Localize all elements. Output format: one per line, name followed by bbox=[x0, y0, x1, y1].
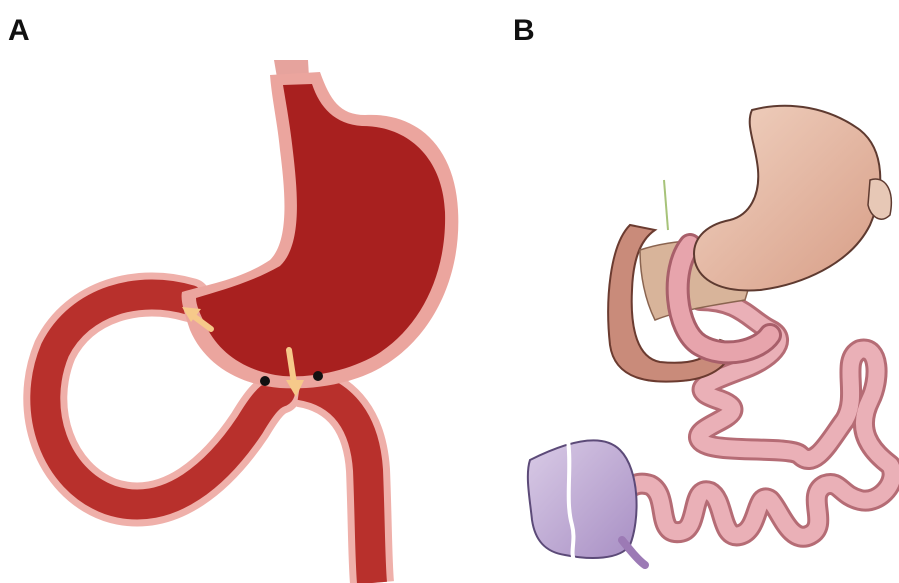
panel-a-diagram bbox=[45, 60, 458, 583]
stomach-fold bbox=[868, 179, 891, 219]
panel-b-diagram bbox=[528, 106, 893, 565]
anastomosis-dot-left bbox=[260, 376, 270, 386]
descending-limb bbox=[300, 385, 372, 583]
vessel-line bbox=[664, 180, 668, 230]
anastomosis-dot-right bbox=[313, 371, 323, 381]
appendix bbox=[622, 540, 645, 565]
stomach-remnant bbox=[694, 106, 880, 291]
